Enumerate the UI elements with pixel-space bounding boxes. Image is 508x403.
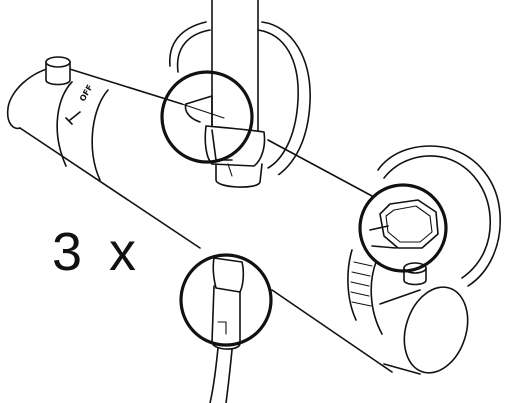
outlet-connector-bottom <box>211 257 245 350</box>
highlight-circle-top <box>160 70 254 164</box>
highlight-circle-bottom <box>179 253 273 347</box>
right-handle-knob <box>379 285 471 376</box>
highlight-circle-right <box>358 183 448 273</box>
wall-bracket-left <box>169 21 311 181</box>
wall-bracket-right <box>377 145 501 287</box>
stop-pin <box>45 56 71 86</box>
outlet-connector-top <box>184 95 266 188</box>
right-control-band <box>347 249 383 335</box>
shower-hose <box>209 347 233 403</box>
quantity-label: 3 x <box>52 222 143 282</box>
hex-nut-right <box>369 199 439 249</box>
mixer-body <box>6 62 470 378</box>
